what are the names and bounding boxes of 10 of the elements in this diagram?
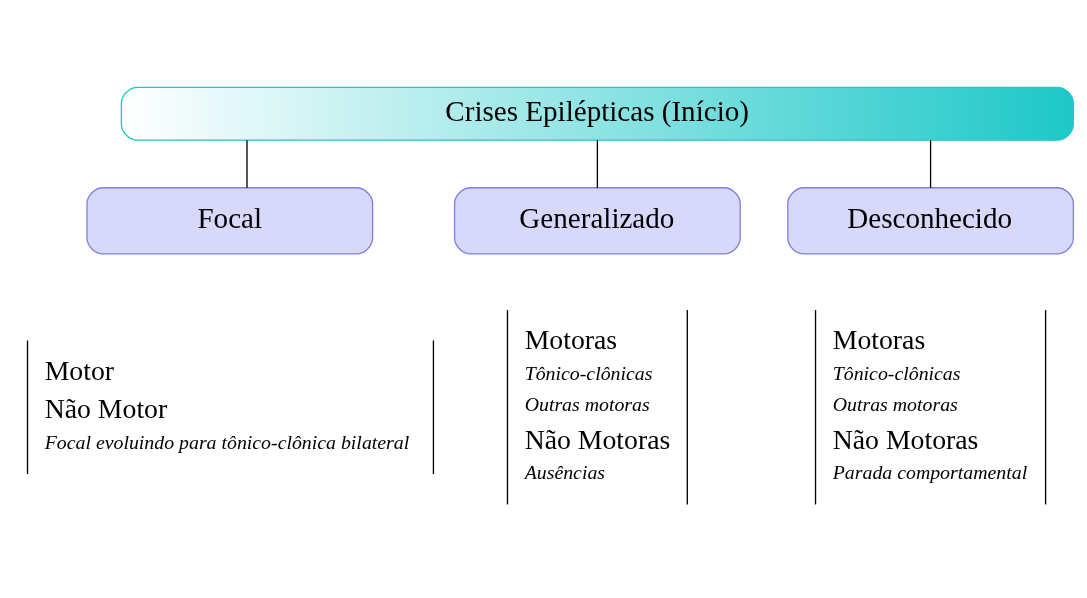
node-text: Motor Não Motor Focal evoluindo para tônico-clônica bilateral [44,354,410,453]
node-text: Motoras Tônico-clônicas Outras motoras Não Motoras Ausências [524,323,671,483]
node-text: Motoras Tônico-clônicas Outras motoras Não Motoras Parada comportamental [832,323,1028,483]
node-box: Desconhecido [787,186,1075,255]
connector [929,139,932,188]
node-box: Crises Epilépticas (Início) [120,86,1075,141]
node-box: Generalizado [453,186,741,255]
node-box: Focal [86,186,374,255]
connector [246,139,248,188]
connector [596,139,599,188]
